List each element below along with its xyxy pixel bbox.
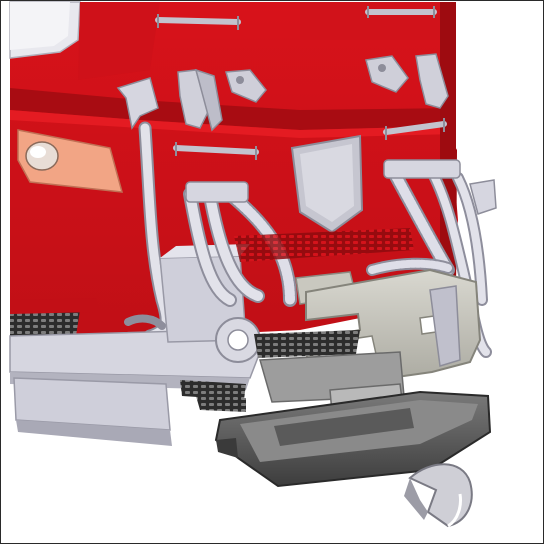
grab-handle-icon [155,9,447,155]
step-grating-center [254,330,360,358]
step-grating-left [10,298,100,336]
hose-couplings-center [185,181,249,203]
deck-plate [234,228,414,262]
mu-socket-right [365,55,409,93]
mu-socket-left [225,69,267,103]
hose-couplings-right [383,159,497,215]
snowplow-pilot-icon [214,390,492,488]
side-sill-right [429,285,461,367]
nose-shield-plate [290,134,364,234]
headlight-icon [17,129,124,193]
grab-handle-brackets [157,6,445,160]
pilot-panel-left [13,377,246,446]
mu-receptacle-right [415,53,449,109]
mu-receptacle-left [177,68,223,132]
pilot-hook [404,463,473,528]
